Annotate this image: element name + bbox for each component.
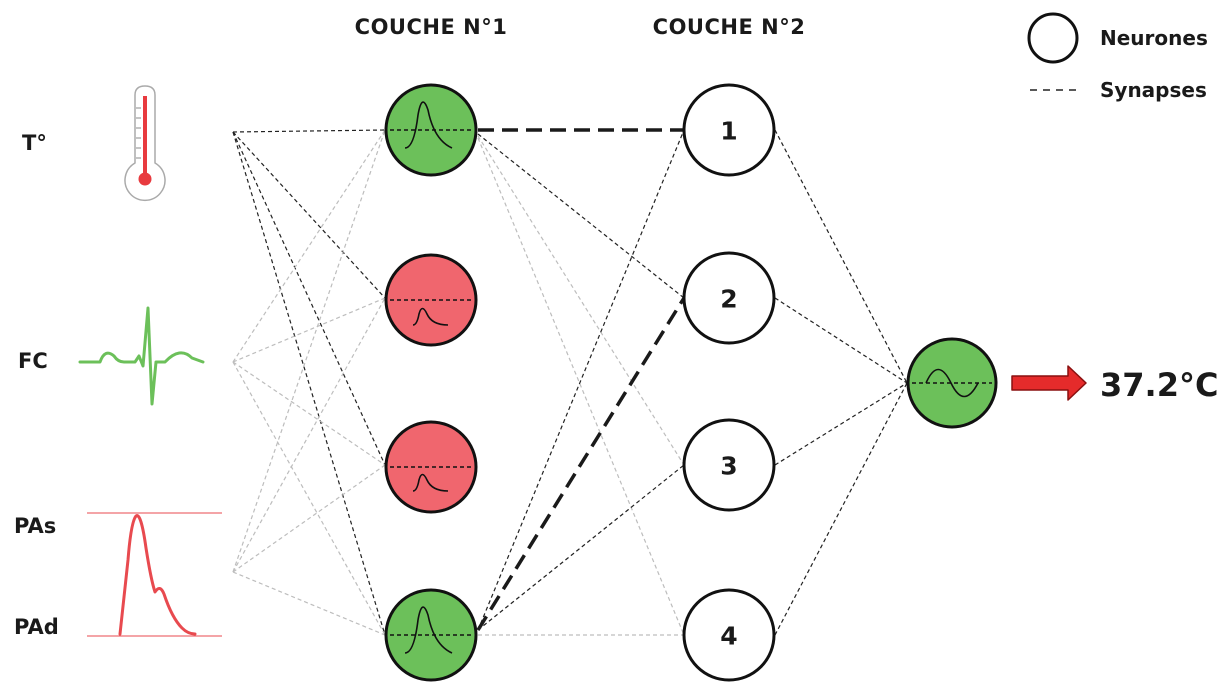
synapse [477,129,685,631]
output-arrow-icon [1011,365,1087,401]
layer2-title: COUCHE N°2 [653,15,806,39]
inputs: T° FC PAs PAd [14,85,222,639]
output-value: 37.2°C [1100,366,1217,404]
synapse [232,464,386,573]
synapse [232,131,386,636]
synapse [232,131,386,299]
layer1-title: COUCHE N°1 [355,15,508,39]
legend: Neurones Synapses [1027,12,1208,102]
synapse [774,382,908,636]
input-label-temperature: T° [22,131,47,155]
synapse [477,137,685,636]
legend-synapses-label: Synapses [1100,78,1207,102]
synapse [477,135,685,466]
layer2-neuron-4: 4 [682,588,776,682]
layer1-neuron-1 [384,83,478,177]
synapse-strong [476,297,686,631]
synapse [232,361,386,466]
synapse [774,382,908,466]
synapse [232,361,386,636]
layer2-neuron-3: 3 [682,418,776,512]
thermometer-icon [124,85,166,201]
ecg-waveform-icon [78,306,205,406]
layer1-neuron-3 [384,420,478,514]
legend-neuron-icon [1027,12,1079,64]
input-label-systolic-pressure: PAs [14,514,56,538]
output-neuron [906,337,998,429]
layer1-neurons [384,83,478,682]
input-label-diastolic-pressure: PAd [14,615,59,639]
synapse [232,571,386,636]
synapses [232,128,908,636]
synapse [477,464,685,631]
layer1-neuron-2 [384,253,478,347]
layer1-neuron-4 [384,588,478,682]
synapse [232,129,386,133]
synapse [232,297,386,573]
legend-neurons-label: Neurones [1100,26,1208,50]
layer2-neuron-1: 1 [682,83,776,177]
layer2-neuron-2-label: 2 [720,285,737,314]
layer2-neuron-2: 2 [682,251,776,345]
layer2-neuron-1-label: 1 [720,117,737,146]
synapse [232,131,386,466]
layer2-neurons: 1 2 3 4 [682,83,776,682]
layer2-neuron-4-label: 4 [720,622,737,651]
synapse [477,133,685,299]
synapse [774,297,908,384]
synapse [232,129,386,573]
layer2-neuron-3-label: 3 [720,452,737,481]
synapse [774,129,908,384]
synapse [232,129,386,363]
blood-pressure-waveform-icon [87,512,222,637]
input-label-heart-rate: FC [18,349,48,373]
